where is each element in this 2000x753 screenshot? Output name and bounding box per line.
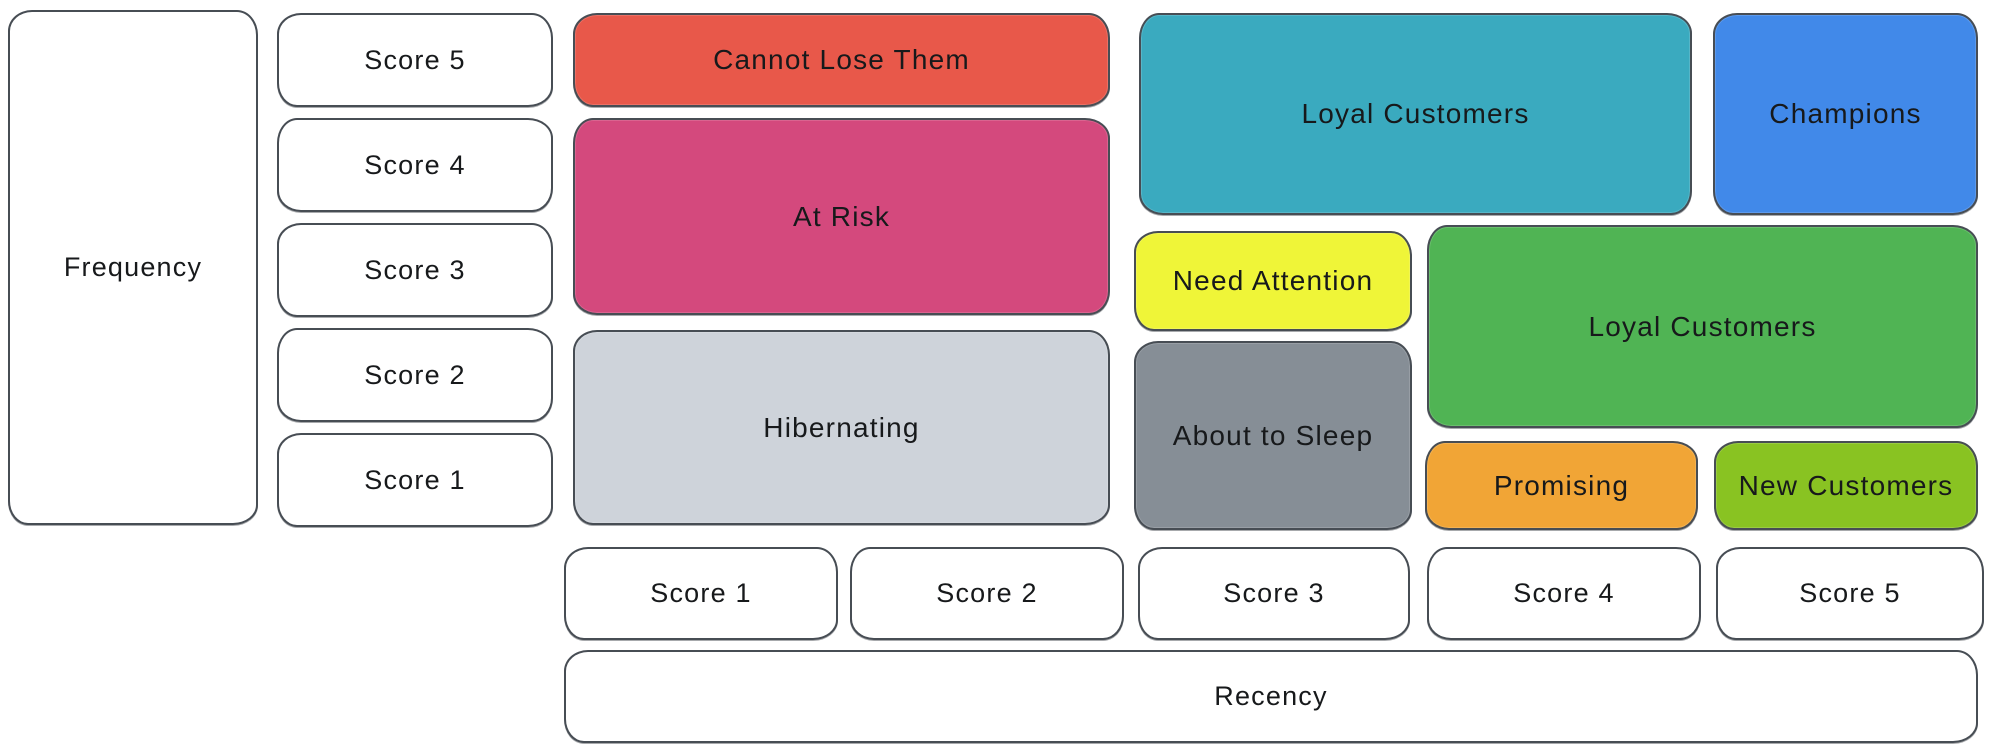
segment-about-to-sleep: About to Sleep: [1134, 341, 1412, 530]
frequency-score-5: Score 5: [277, 13, 553, 107]
recency-score-2: Score 2: [850, 547, 1124, 640]
recency-axis-label: Recency: [564, 650, 1978, 743]
segment-new-customers: New Customers: [1714, 441, 1978, 530]
recency-score-3: Score 3: [1138, 547, 1410, 640]
segment-hibernating: Hibernating: [573, 330, 1110, 525]
frequency-score-4: Score 4: [277, 118, 553, 212]
frequency-score-2: Score 2: [277, 328, 553, 422]
segment-cannot-lose-them: Cannot Lose Them: [573, 13, 1110, 107]
frequency-axis-label: Frequency: [8, 10, 258, 525]
recency-score-4: Score 4: [1427, 547, 1701, 640]
segment-need-attention: Need Attention: [1134, 231, 1412, 331]
segment-loyal-customers-green: Loyal Customers: [1427, 225, 1978, 428]
frequency-score-3: Score 3: [277, 223, 553, 317]
frequency-score-1: Score 1: [277, 433, 553, 527]
segment-at-risk: At Risk: [573, 118, 1110, 315]
recency-score-1: Score 1: [564, 547, 838, 640]
recency-score-5: Score 5: [1716, 547, 1984, 640]
segment-promising: Promising: [1425, 441, 1698, 530]
segment-champions: Champions: [1713, 13, 1978, 215]
segment-loyal-customers-teal: Loyal Customers: [1139, 13, 1692, 215]
